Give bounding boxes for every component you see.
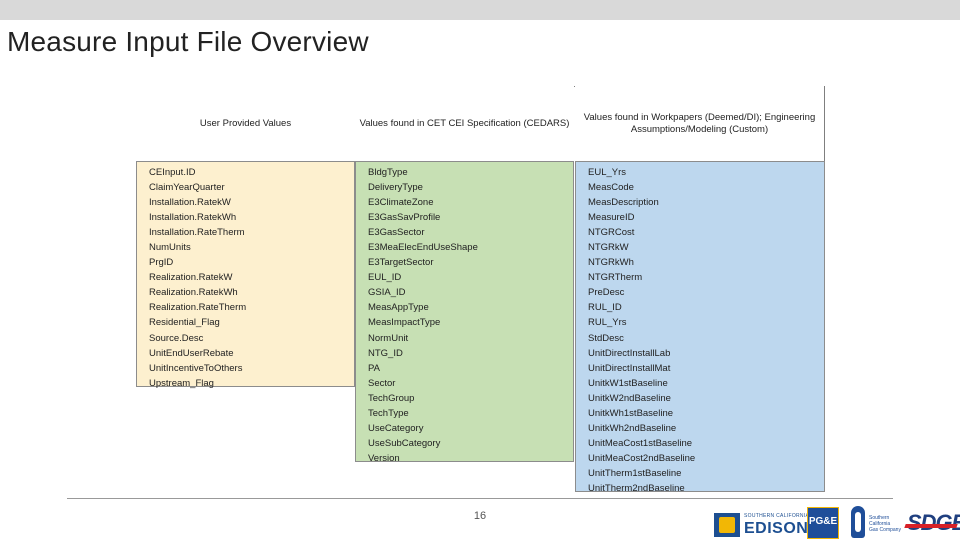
list-item: MeasDescription — [588, 197, 659, 209]
list-item: GSIA_ID — [368, 287, 406, 299]
list-item: UnitIncentiveToOthers — [149, 362, 243, 374]
list-item: UnitEndUserRebate — [149, 347, 234, 359]
sce-logo-text: EDISON — [744, 520, 809, 537]
header-cedars: Values found in CET CEI Specification (C… — [355, 86, 574, 161]
list-item: StdDesc — [588, 332, 624, 344]
list-item: NormUnit — [368, 332, 409, 344]
list-item: RUL_Yrs — [588, 317, 627, 329]
sdge-logo: SDGE — [904, 507, 960, 539]
utility-logos: SOUTHERN CALIFORNIA EDISON PG&E Southern… — [712, 503, 960, 540]
list-item: DeliveryType — [368, 182, 423, 194]
sdge-swoosh-icon — [904, 524, 958, 528]
list-item: UnitkW1stBaseline — [588, 377, 668, 389]
list-item: UnitkWh1stBaseline — [588, 407, 674, 419]
list-item: E3ClimateZone — [368, 197, 434, 209]
list-item: MeasureID — [588, 212, 635, 224]
list-item: ClaimYearQuarter — [149, 182, 225, 194]
sce-logo-small-text: SOUTHERN CALIFORNIA — [744, 513, 810, 519]
list-item: E3GasSavProfile — [368, 212, 441, 224]
list-item: NTG_ID — [368, 347, 403, 359]
pge-logo: PG&E — [807, 507, 839, 539]
list-item: UnitTherm1stBaseline — [588, 467, 682, 479]
list-item: Installation.RatekWh — [149, 212, 237, 224]
list-item: E3GasSector — [368, 227, 425, 239]
socalgas-logo: Southern California Gas Company — [849, 505, 905, 539]
list-item: EUL_ID — [368, 272, 402, 284]
list-item: UseSubCategory — [368, 437, 441, 449]
list-item: NTGRkW — [588, 242, 629, 254]
list-item: UnitTherm2ndBaseline — [588, 482, 685, 494]
list-item: NTGRCost — [588, 227, 635, 239]
page-number: 16 — [473, 510, 487, 522]
list-item: Realization.RatekW — [149, 272, 233, 284]
list-item: NTGRTherm — [588, 272, 643, 284]
socalgas-logo-text: Southern California Gas Company — [869, 515, 901, 533]
top-band — [0, 0, 960, 20]
list-item: UnitkW2ndBaseline — [588, 392, 671, 404]
list-item: Realization.RateTherm — [149, 302, 247, 314]
list-item: TechType — [368, 407, 409, 419]
list-item: Installation.RatekW — [149, 197, 231, 209]
table-frame-right — [824, 86, 825, 161]
sdge-logo-text: SDGE — [907, 510, 960, 535]
list-item: EUL_Yrs — [588, 167, 627, 178]
flame-icon — [851, 506, 865, 538]
pge-logo-text: PG&E — [808, 516, 838, 527]
list-item: E3TargetSector — [368, 257, 434, 269]
page-title: Measure Input File Overview — [7, 26, 369, 57]
list-item: UnitDirectInstallLab — [588, 347, 671, 359]
list-item: UnitkWh2ndBaseline — [588, 422, 677, 434]
list-item: CEInput.ID — [149, 167, 196, 178]
sce-logo: SOUTHERN CALIFORNIA EDISON — [712, 511, 830, 539]
list-item: NumUnits — [149, 242, 191, 254]
list-item: MeasImpactType — [368, 317, 441, 329]
list-item: BldgType — [368, 167, 408, 178]
footer-divider — [67, 498, 893, 499]
list-item: UnitDirectInstallMat — [588, 362, 671, 374]
list-item: Upstream_Flag — [149, 377, 214, 389]
list-item: Realization.RatekWh — [149, 287, 238, 299]
list-item: MeasAppType — [368, 302, 429, 314]
list-item: Source.Desc — [149, 332, 204, 344]
sce-emblem-icon — [714, 513, 740, 537]
list-item: UseCategory — [368, 422, 424, 434]
list-item: UnitMeaCost2ndBaseline — [588, 452, 696, 464]
list-item: MeasCode — [588, 182, 634, 194]
header-workpapers: Values found in Workpapers (Deemed/DI); … — [575, 86, 824, 161]
list-item: NTGRkWh — [588, 257, 634, 269]
list-item: RUL_ID — [588, 302, 622, 314]
list-item: Sector — [368, 377, 396, 389]
list-item: UnitMeaCost1stBaseline — [588, 437, 693, 449]
list-item: Version — [368, 452, 400, 464]
list-item: PreDesc — [588, 287, 625, 299]
list-item: Installation.RateTherm — [149, 227, 245, 239]
list-item: PrgID — [149, 257, 174, 269]
list-item: PA — [368, 362, 380, 374]
list-item: Residential_Flag — [149, 317, 220, 329]
header-user-provided: User Provided Values — [136, 86, 355, 161]
list-item: E3MeaElecEndUseShape — [368, 242, 478, 254]
list-item: TechGroup — [368, 392, 415, 404]
